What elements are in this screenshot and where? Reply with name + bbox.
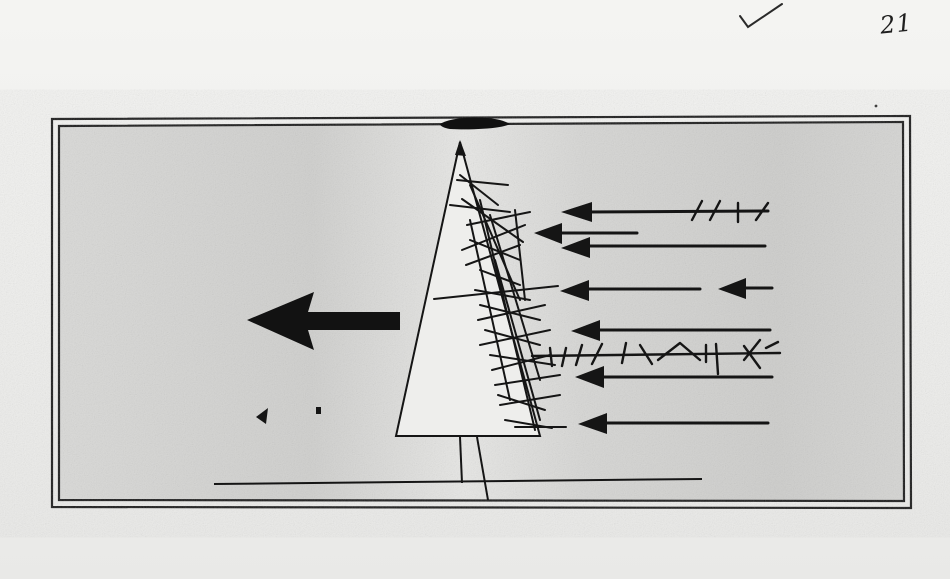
big-arrow-left	[247, 292, 400, 350]
small-dot-mark	[316, 407, 321, 414]
page-number: 21	[878, 8, 914, 40]
small-arrowhead-mark	[256, 408, 268, 424]
wind-arrow-2	[534, 223, 639, 244]
tree-peak	[455, 140, 466, 156]
outer-frame	[50, 114, 913, 510]
tree-triangle	[394, 141, 542, 437]
tree-trunk-left	[459, 436, 463, 484]
tree-trunk-right	[476, 436, 489, 501]
top-ink-blot	[440, 117, 510, 130]
wind-arrow-5	[718, 278, 774, 299]
arrow-1-tick-marks	[690, 199, 770, 224]
wind-arrow-4	[560, 280, 702, 301]
wind-arrow-7	[575, 366, 774, 388]
wind-arrow-6	[571, 320, 772, 341]
ink-dot	[874, 104, 878, 108]
tick-mark	[739, 3, 783, 29]
zigzag-line	[530, 338, 782, 376]
wind-arrow-8	[578, 413, 770, 434]
ground-line	[213, 478, 703, 485]
wind-arrow-3	[561, 237, 767, 258]
tree-hatching	[433, 174, 567, 431]
